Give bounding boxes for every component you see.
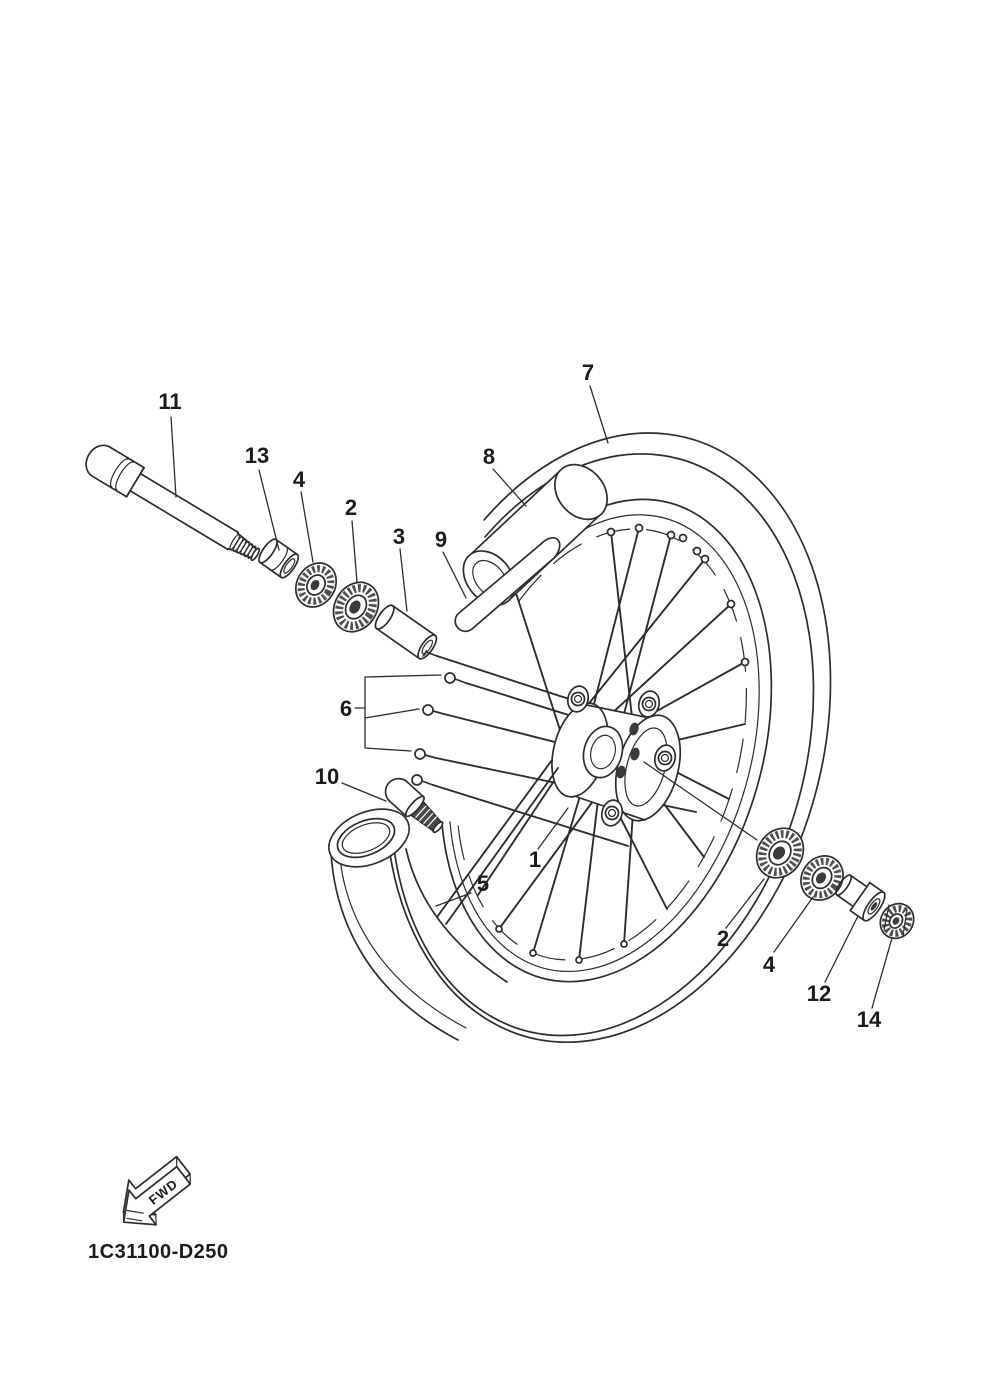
bearing-left <box>332 581 380 633</box>
callout-4-left: 4 <box>293 467 306 492</box>
callout-3: 3 <box>393 524 405 549</box>
callout-1: 1 <box>529 847 541 872</box>
fwd-arrow: FWD <box>122 1155 192 1226</box>
axle-nut <box>879 902 915 940</box>
callout-14: 14 <box>857 1007 882 1032</box>
callout-4-right: 4 <box>763 952 776 977</box>
callout-11: 11 <box>158 389 181 414</box>
hub-bearing-axis-line <box>643 761 758 841</box>
collar-13 <box>258 538 300 579</box>
axle-shaft <box>85 444 261 562</box>
part-code: 1C31100-D250 <box>88 1241 229 1263</box>
callout-10: 10 <box>315 764 339 789</box>
front-spoke-a <box>436 759 553 918</box>
spacer-collar <box>374 604 438 660</box>
rim-end-cap <box>328 808 410 868</box>
callout-6: 6 <box>340 696 352 721</box>
rim-band-strip <box>454 537 561 633</box>
front-spoke-b <box>445 767 559 925</box>
callout-labels: 11 13 4 2 3 9 8 7 6 10 1 5 2 4 12 14 <box>158 360 882 1032</box>
wheel-hub <box>551 685 682 827</box>
callout-9: 9 <box>435 527 447 552</box>
leader-lines <box>170 385 893 1009</box>
collar-12 <box>835 874 886 922</box>
callout-8: 8 <box>483 444 495 469</box>
callout-2-left: 2 <box>345 495 357 520</box>
callout-2-right: 2 <box>717 926 729 951</box>
callout-13: 13 <box>245 443 269 468</box>
callout-7: 7 <box>582 360 594 385</box>
bearing-right <box>755 827 805 879</box>
bracket-6 <box>354 674 442 752</box>
wheel-rim <box>330 432 832 1044</box>
hub-bolt-lugs <box>566 685 677 827</box>
axle-threads <box>227 532 261 562</box>
valve-stem <box>384 777 444 834</box>
rim-band <box>462 463 608 606</box>
spoke-nipples <box>495 523 750 964</box>
callout-12: 12 <box>807 981 831 1006</box>
oil-seal-left <box>294 562 338 608</box>
callout-5: 5 <box>477 871 489 896</box>
oil-seal-right <box>800 855 844 901</box>
